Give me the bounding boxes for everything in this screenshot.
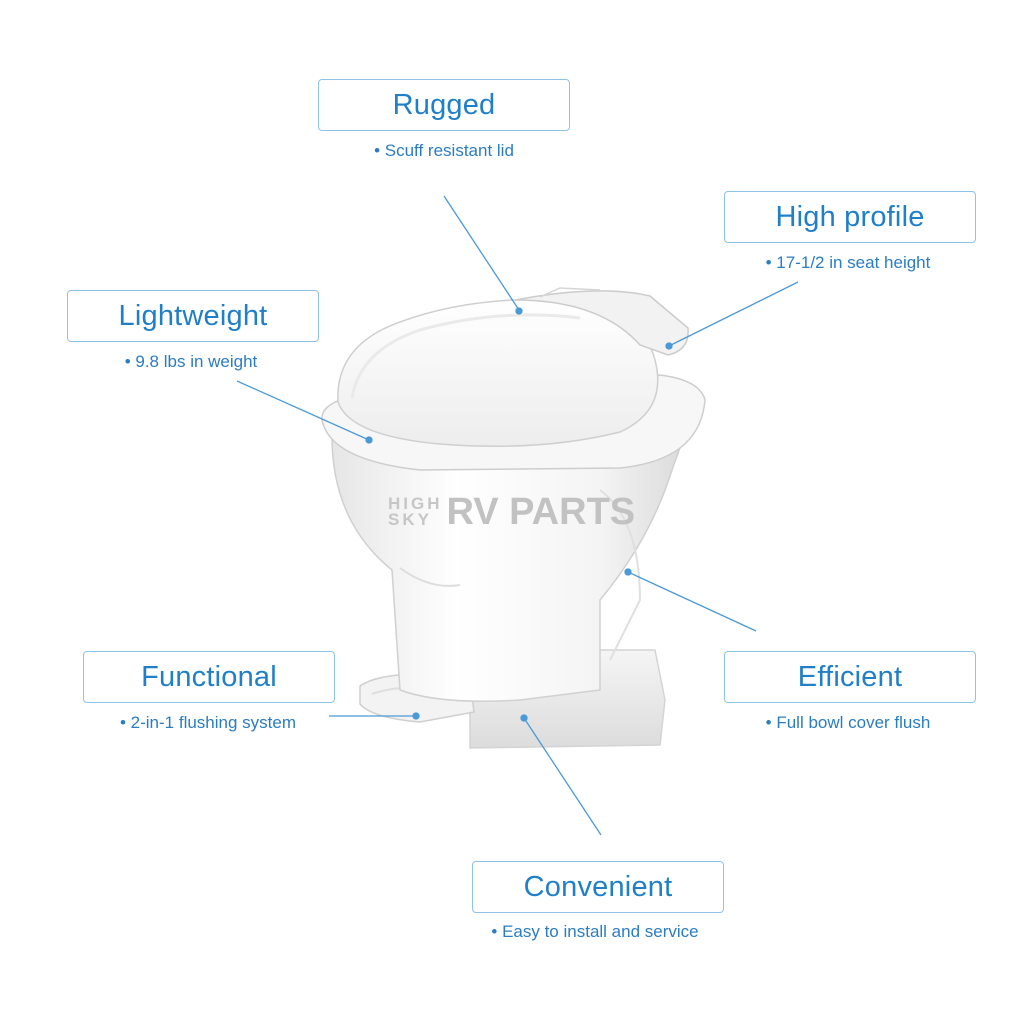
lid-hinge <box>514 290 689 356</box>
leader-line-high-profile <box>668 281 799 347</box>
callout-box-rugged: Rugged <box>318 79 570 131</box>
watermark-line2: SKY <box>388 510 432 529</box>
watermark-prefix: HIGH SKY <box>388 494 443 529</box>
callout-detail-functional: • 2-in-1 flushing system <box>119 713 297 732</box>
watermark-line1: HIGH <box>388 494 443 513</box>
leader-line-lightweight <box>236 380 370 441</box>
callout-box-convenient: Convenient <box>472 861 724 913</box>
callout-detail-rugged: • Scuff resistant lid <box>374 141 514 160</box>
callout-box-lightweight: Lightweight <box>67 290 319 342</box>
leader-line-convenient <box>523 717 602 836</box>
watermark-brand: RV PARTS <box>446 490 636 533</box>
toilet-lid <box>337 298 659 448</box>
leader-line-efficient <box>627 571 757 632</box>
callout-title-efficient: Efficient <box>797 660 903 693</box>
callout-box-functional: Functional <box>83 651 335 703</box>
callout-title-convenient: Convenient <box>523 870 673 903</box>
callout-detail-efficient: • Full bowl cover flush <box>765 713 931 732</box>
callout-detail-lightweight: • 9.8 lbs in weight <box>124 352 258 371</box>
callout-box-high-profile: High profile <box>724 191 976 243</box>
watermark-logo: HIGH SKY RV PARTS <box>388 490 636 533</box>
callout-title-rugged: Rugged <box>392 88 496 121</box>
leader-line-rugged <box>443 195 520 311</box>
callout-box-efficient: Efficient <box>724 651 976 703</box>
callout-title-high-profile: High profile <box>775 200 925 233</box>
callout-detail-high-profile: • 17-1/2 in seat height <box>765 253 931 272</box>
callout-title-functional: Functional <box>141 660 277 693</box>
callout-title-lightweight: Lightweight <box>118 299 268 332</box>
callout-detail-convenient: • Easy to install and service <box>491 922 699 941</box>
